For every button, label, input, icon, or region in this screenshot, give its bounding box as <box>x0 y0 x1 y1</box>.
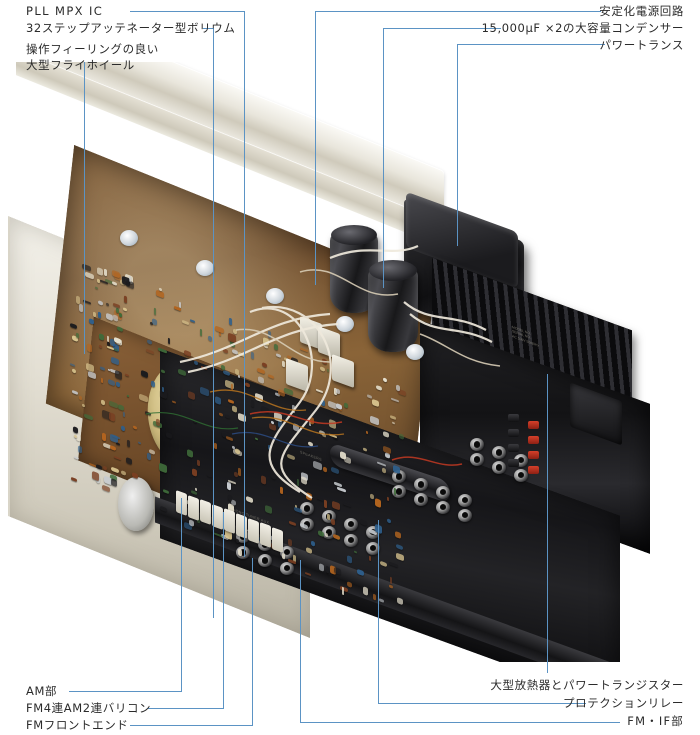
rca-jack <box>470 453 484 466</box>
insulator-bushing <box>266 288 284 304</box>
leader-attenuator-h <box>203 28 214 30</box>
rca-jack <box>280 561 294 575</box>
speaker-terminal <box>528 421 539 429</box>
rca-jack <box>514 468 528 482</box>
leader-fm-front-end-h <box>130 725 252 727</box>
leader-varicon-h <box>148 708 224 710</box>
speaker-terminal <box>508 444 519 452</box>
speaker-terminal <box>508 414 519 422</box>
insulator-bushing <box>336 316 354 332</box>
rca-jack <box>436 500 450 514</box>
leader-protection-relay-v <box>377 520 379 704</box>
leader-regulated-psu-v <box>314 11 316 285</box>
rca-jack <box>458 493 472 507</box>
rca-jack <box>366 541 380 555</box>
leader-heatsink-v <box>546 374 548 673</box>
callout-power-trans: パワートランス <box>599 38 684 52</box>
leader-fm-if-section-h <box>300 722 620 724</box>
dial-cord-drum <box>118 477 154 531</box>
leader-protection-relay-h <box>378 703 586 705</box>
rca-jack <box>344 533 358 547</box>
callout-attenuator: 32ステップアッテネーター型ボリウム <box>26 21 236 35</box>
leader-power-trans-v <box>456 44 458 246</box>
callout-fm-if-section: FM・IF部 <box>627 714 684 728</box>
leader-attenuator-v <box>212 28 214 618</box>
callout-am-section: AM部 <box>26 684 58 698</box>
callout-flywheel-line2: 大型フライホイール <box>26 58 135 72</box>
rca-jack <box>392 470 406 483</box>
rca-jack <box>470 438 484 451</box>
leader-flywheel-v <box>84 62 86 354</box>
insulator-bushing <box>196 260 214 276</box>
callout-flywheel-line1: 操作フィーリングの良い <box>26 42 159 56</box>
callout-capacitors: 15,000μF ×2の大容量コンデンサー <box>481 21 684 35</box>
capacitor-top <box>369 260 417 281</box>
rca-jack <box>436 485 450 499</box>
rca-jack <box>344 517 358 531</box>
callout-heatsink-transistors: 大型放熱器とパワートランジスター <box>490 678 684 692</box>
leader-fm-if-section-v <box>299 560 301 723</box>
rca-jack <box>414 492 428 506</box>
rca-jack <box>458 508 472 522</box>
speaker-terminal <box>528 466 539 474</box>
speaker-terminal <box>508 459 519 467</box>
speaker-terminal <box>528 451 539 459</box>
leader-regulated-psu-h <box>315 11 601 13</box>
leader-varicon-v <box>222 512 224 709</box>
leader-fm-front-end-v <box>251 558 253 726</box>
insulator-bushing <box>406 344 424 360</box>
rca-jack <box>414 477 428 491</box>
wiring-harness <box>145 245 501 499</box>
leader-am-section-h <box>69 691 182 693</box>
capacitor-top <box>331 225 377 245</box>
leader-capacitors-h <box>383 28 501 30</box>
rca-jack <box>258 553 272 567</box>
insulator-bushing <box>120 230 138 246</box>
leader-pll-mpx-ic-v <box>243 11 245 557</box>
rca-jack <box>492 460 506 474</box>
callout-pll-mpx-ic: PLL MPX IC <box>26 4 104 18</box>
receiver-photograph: MODEL NO. SERIAL NO. AC 100V 50/60Hz SPE… <box>0 62 700 662</box>
rca-jack <box>300 502 314 515</box>
rca-jack <box>492 445 506 459</box>
leader-pll-mpx-ic-h <box>130 11 245 13</box>
speaker-terminal <box>508 429 519 437</box>
callout-regulated-psu: 安定化電源回路 <box>599 4 684 18</box>
speaker-terminal <box>528 436 539 444</box>
callout-protection-relay: プロテクションリレー <box>563 696 684 710</box>
leader-power-trans-h <box>457 44 605 46</box>
leader-capacitors-v <box>382 28 384 288</box>
leader-am-section-v <box>180 498 182 692</box>
callout-fm-front-end: FMフロントエンド <box>26 718 129 732</box>
callout-varicon: FM4連AM2連バリコン <box>26 701 152 715</box>
